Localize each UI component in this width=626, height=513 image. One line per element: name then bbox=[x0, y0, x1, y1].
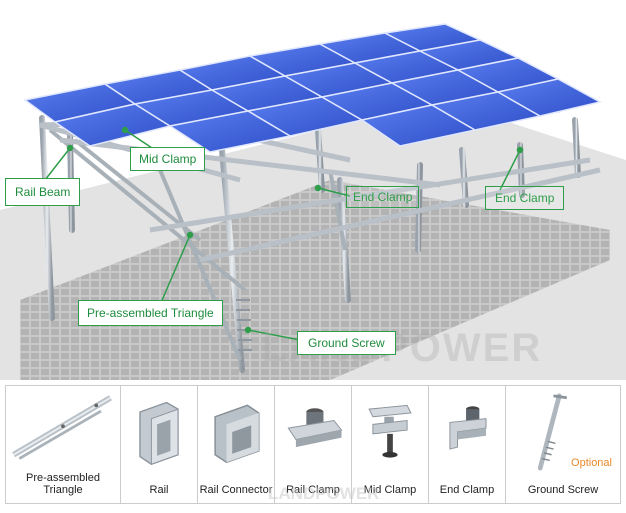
callout-end-clamp-right: End Clamp bbox=[485, 186, 565, 210]
part-label: Mid Clamp bbox=[363, 484, 417, 496]
brand-watermark-small: LANDPOWER bbox=[268, 484, 380, 503]
parts-list: Pre-assembled Triangle Rail Rail Connect… bbox=[5, 385, 621, 504]
rail-icon bbox=[139, 401, 179, 466]
part-label: Ground Screw bbox=[527, 484, 599, 496]
part-ground-screw: Optional Ground Screw bbox=[506, 386, 620, 503]
part-label: Rail Connector bbox=[199, 484, 273, 496]
callout-ground-screw: Ground Screw bbox=[297, 331, 396, 355]
rail-clamp-icon bbox=[287, 408, 343, 448]
part-end-clamp: End Clamp bbox=[429, 386, 506, 503]
part-rail-connector: Rail Connector bbox=[198, 386, 275, 503]
part-label: Rail bbox=[149, 484, 169, 496]
part-pre-assembled-triangle: Pre-assembled Triangle bbox=[6, 386, 121, 503]
part-label: End Clamp bbox=[439, 484, 495, 496]
part-label: Pre-assembled Triangle bbox=[26, 472, 100, 496]
triangle-rail-icon bbox=[12, 395, 112, 460]
optional-note: Optional bbox=[571, 457, 612, 469]
ground-screw-icon bbox=[537, 393, 568, 471]
part-rail-clamp: Rail Clamp bbox=[275, 386, 352, 503]
callout-end-clamp-center: End Clamp bbox=[346, 186, 420, 208]
part-mid-clamp: Mid Clamp bbox=[352, 386, 429, 503]
callout-pre-assembled-triangle: Pre-assembled Triangle bbox=[78, 300, 223, 326]
callout-rail-beam: Rail Beam bbox=[5, 178, 81, 206]
part-label: Rail Clamp bbox=[286, 484, 340, 496]
part-rail: Rail bbox=[121, 386, 198, 503]
mid-clamp-icon bbox=[368, 404, 412, 458]
callout-mid-clamp: Mid Clamp bbox=[130, 147, 206, 171]
end-clamp-icon bbox=[449, 406, 487, 450]
rail-connector-icon bbox=[214, 404, 260, 464]
